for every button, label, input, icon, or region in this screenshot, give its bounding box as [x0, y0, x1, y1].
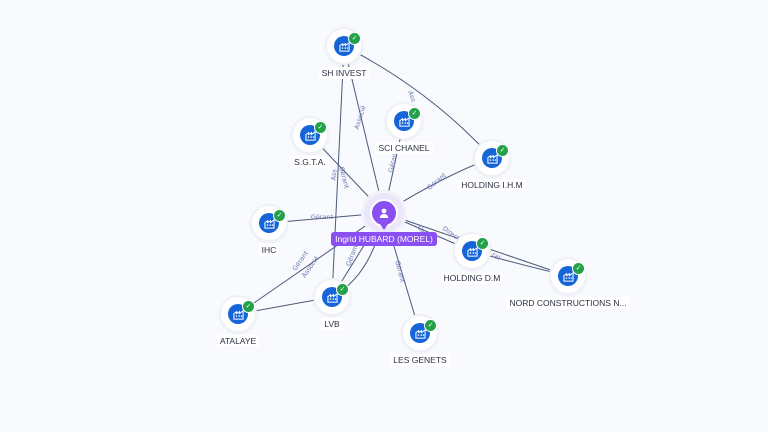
- check-icon: ✓: [424, 319, 437, 332]
- person-label: Ingrid HUBARD (MOREL): [331, 232, 437, 246]
- company-label: S.G.T.A.: [291, 156, 329, 168]
- company-label: LES GENETS: [390, 354, 450, 366]
- check-icon: ✓: [408, 107, 421, 120]
- company-label: ATALAYE: [216, 335, 260, 347]
- person-icon: [370, 199, 398, 227]
- company-label: LVB: [321, 318, 343, 330]
- edge-label-shinvest-holdingihm: Ass: [406, 90, 418, 104]
- check-icon: ✓: [496, 144, 509, 157]
- check-icon: ✓: [273, 209, 286, 222]
- edge-label-center-shinvest: Associé: [352, 104, 367, 130]
- edge-label-center-ihc: Gérant: [311, 213, 334, 221]
- company-label: SCI CHANEL: [375, 142, 433, 154]
- edge-center-atalaye: [237, 212, 385, 315]
- check-icon: ✓: [242, 300, 255, 313]
- company-label: HOLDING D.M: [440, 272, 504, 284]
- pin-pointer: [380, 224, 388, 230]
- check-icon: ✓: [336, 283, 349, 296]
- check-icon: ✓: [572, 262, 585, 275]
- check-icon: ✓: [314, 121, 327, 134]
- edge-shinvest-lvb: [331, 45, 345, 298]
- edge-label-shinvest-lvb: Ass: [330, 168, 339, 180]
- edge-shinvest-holdingihm: [343, 45, 493, 159]
- check-icon: ✓: [476, 237, 489, 250]
- company-label: IHC: [258, 244, 280, 256]
- company-label: HOLDING I.H.M: [458, 179, 526, 191]
- company-label: SH INVEST: [318, 67, 370, 79]
- check-icon: ✓: [348, 32, 361, 45]
- edge-label-holdingdm-nord: ral: [490, 251, 501, 262]
- edge-label-center-sgta: Gérant: [337, 166, 351, 190]
- company-label: NORD CONSTRUCTIONS N...: [506, 297, 630, 309]
